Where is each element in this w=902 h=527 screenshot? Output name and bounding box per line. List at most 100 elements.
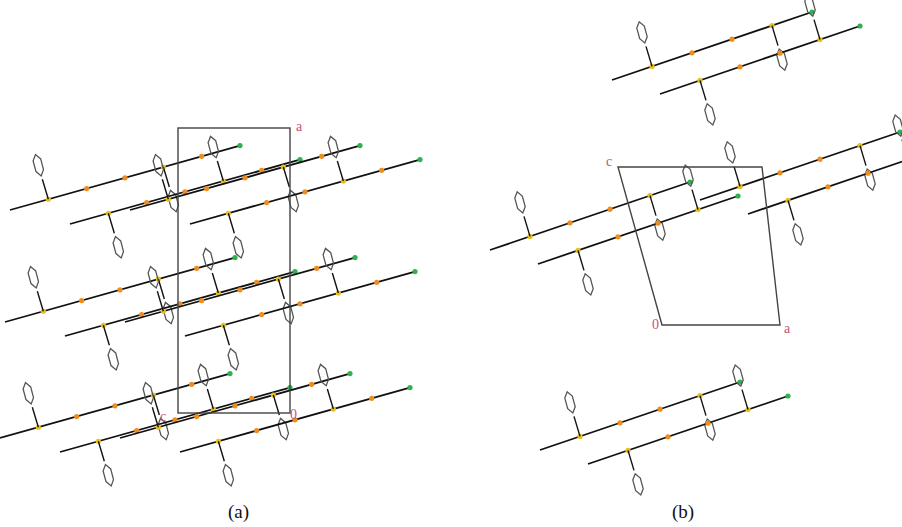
bond-line <box>574 416 580 436</box>
atom-dot <box>237 287 242 292</box>
bond-line <box>125 258 355 322</box>
phenyl-ring <box>153 155 163 176</box>
atom-dot <box>237 143 242 148</box>
phenyl-ring <box>733 365 743 386</box>
axis-label: 0 <box>652 318 659 332</box>
bond-line <box>692 190 698 210</box>
atom-dot <box>412 269 417 274</box>
bond-line <box>190 160 420 224</box>
atom-dot <box>567 220 572 225</box>
unit-cell <box>178 128 290 413</box>
bond-line <box>700 132 900 200</box>
bond-line <box>37 291 43 311</box>
atom-dot <box>617 420 622 425</box>
atom-dot <box>655 221 660 226</box>
bond-line <box>578 250 584 270</box>
bond-line <box>0 374 230 438</box>
phenyl-ring <box>233 237 243 258</box>
panel-caption: (b) <box>672 502 694 521</box>
bond-line <box>223 325 229 345</box>
bond-line <box>162 179 168 199</box>
bond-line <box>650 196 656 216</box>
atom-dot <box>199 298 204 303</box>
phenyl-ring <box>633 474 643 495</box>
bond-line <box>207 389 213 409</box>
phenyl-ring <box>893 115 902 136</box>
axis-label: a <box>296 120 302 134</box>
phenyl-ring <box>223 465 233 486</box>
phenyl-ring <box>515 192 525 213</box>
bond-line <box>65 272 295 336</box>
bond-line <box>490 182 690 250</box>
atom-dot <box>199 154 204 159</box>
atom-dot <box>319 154 324 159</box>
atom-dot <box>84 186 89 191</box>
axis-label: 0 <box>290 408 297 422</box>
bond-line <box>332 273 338 293</box>
bond-line <box>283 167 289 187</box>
bond-line <box>120 374 350 438</box>
phenyl-ring <box>793 224 803 245</box>
bond-line <box>734 166 740 186</box>
atom-dot <box>665 434 670 439</box>
atom-dot <box>777 170 782 175</box>
bond-line <box>742 390 748 410</box>
atom-dot <box>735 193 740 198</box>
bond-line <box>103 325 109 345</box>
bond-line <box>646 46 652 66</box>
phenyl-ring <box>705 104 715 125</box>
atom-dot <box>857 23 862 28</box>
phenyl-ring <box>33 155 43 176</box>
atom-dot <box>302 189 307 194</box>
atom-dot <box>865 171 870 176</box>
bond-line <box>700 396 706 416</box>
bond-line <box>788 200 794 220</box>
bond-line <box>628 450 634 470</box>
bond-line <box>70 160 300 224</box>
phenyl-ring <box>23 383 33 404</box>
atom-dot <box>194 414 199 419</box>
atom-dot <box>352 255 357 260</box>
bond-line <box>60 388 290 452</box>
atom-dot <box>79 298 84 303</box>
bond-line <box>42 179 48 199</box>
bond-line <box>5 258 235 322</box>
phenyl-ring <box>143 383 153 404</box>
bond-line <box>130 146 360 210</box>
bond-line <box>612 12 812 80</box>
bond-line <box>538 196 738 264</box>
bond-line <box>748 146 902 214</box>
atom-dot <box>259 312 264 317</box>
phenyl-ring <box>683 165 693 186</box>
bond-line <box>98 441 104 461</box>
atom-dot <box>817 157 822 162</box>
atom-dot <box>705 421 710 426</box>
atom-dot <box>407 385 412 390</box>
atom-dot <box>374 280 379 285</box>
atom-dot <box>117 287 122 292</box>
atom-dot <box>379 168 384 173</box>
atom-dot <box>254 428 259 433</box>
phenyl-ring <box>323 248 333 269</box>
atom-dot <box>242 175 247 180</box>
bond-line <box>540 382 740 450</box>
phenyl-ring <box>108 349 118 370</box>
atom-dot <box>689 50 694 55</box>
atom-dot <box>232 255 237 260</box>
bond-line <box>327 389 333 409</box>
atom-dot <box>189 382 194 387</box>
phenyl-ring <box>28 267 38 288</box>
bond-line <box>217 161 223 181</box>
bond-line <box>157 291 163 311</box>
bond-line <box>273 395 279 415</box>
atom-dot <box>607 207 612 212</box>
phenyl-ring <box>113 237 123 258</box>
phenyl-ring <box>805 0 815 16</box>
atom-dot <box>227 371 232 376</box>
bond-line <box>212 273 218 293</box>
bond-line <box>218 441 224 461</box>
atom-dot <box>347 371 352 376</box>
bond-line <box>524 216 530 236</box>
